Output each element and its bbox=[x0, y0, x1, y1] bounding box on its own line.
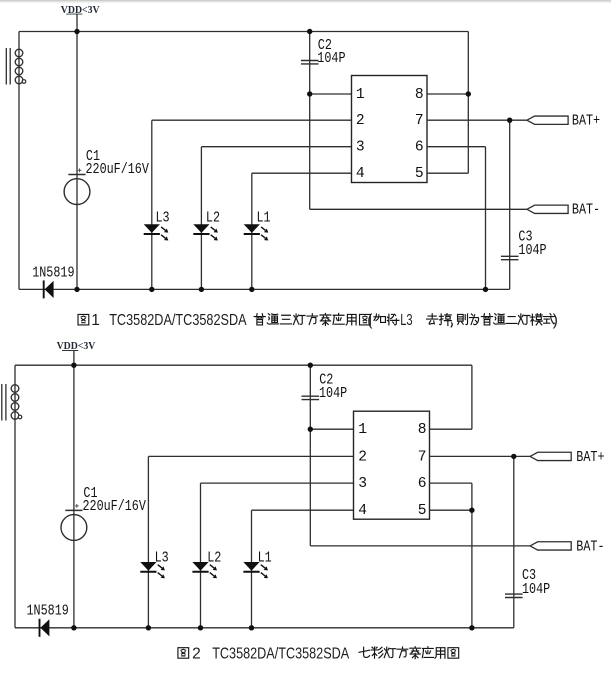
svg-text:L1: L1 bbox=[258, 550, 272, 566]
svg-text:4: 4 bbox=[356, 166, 365, 182]
svg-text:2: 2 bbox=[192, 645, 201, 662]
svg-text:104P: 104P bbox=[319, 386, 347, 402]
svg-text:C3: C3 bbox=[518, 229, 532, 245]
svg-text:C2: C2 bbox=[319, 372, 333, 388]
svg-text:6: 6 bbox=[415, 140, 424, 156]
svg-text:C1: C1 bbox=[83, 486, 97, 502]
svg-text:3: 3 bbox=[356, 140, 365, 156]
svg-text:BAT+: BAT+ bbox=[576, 450, 604, 466]
svg-text:C2: C2 bbox=[318, 38, 332, 54]
svg-text:BAT+: BAT+ bbox=[572, 114, 600, 130]
svg-text:2: 2 bbox=[358, 449, 367, 465]
svg-text:1N5819: 1N5819 bbox=[27, 603, 69, 619]
svg-text:L1: L1 bbox=[257, 211, 271, 227]
svg-text:2: 2 bbox=[356, 113, 365, 129]
svg-text:L3: L3 bbox=[155, 550, 169, 566]
svg-text:4: 4 bbox=[358, 503, 367, 519]
svg-text:104P: 104P bbox=[317, 51, 345, 67]
svg-text:BAT-: BAT- bbox=[576, 539, 604, 555]
svg-text:L3: L3 bbox=[156, 211, 170, 227]
svg-text:1: 1 bbox=[358, 422, 367, 438]
svg-text:104P: 104P bbox=[518, 243, 546, 259]
svg-text:TC3582DA/TC3582SDA: TC3582DA/TC3582SDA bbox=[109, 312, 247, 329]
svg-text:L2: L2 bbox=[206, 211, 220, 227]
svg-text:104P: 104P bbox=[522, 582, 550, 598]
svg-text:1: 1 bbox=[91, 312, 100, 329]
svg-text:L2: L2 bbox=[207, 550, 221, 566]
svg-text:220uF/16V: 220uF/16V bbox=[86, 162, 150, 178]
svg-text:7: 7 bbox=[415, 113, 424, 129]
svg-text:7: 7 bbox=[418, 449, 427, 465]
svg-text:C1: C1 bbox=[86, 149, 100, 165]
svg-text:VDD<3V: VDD<3V bbox=[57, 341, 97, 352]
svg-text:1: 1 bbox=[356, 87, 365, 103]
svg-text:8: 8 bbox=[415, 87, 424, 103]
svg-text:VDD<3V: VDD<3V bbox=[61, 5, 101, 16]
svg-text:BAT-: BAT- bbox=[572, 203, 600, 219]
svg-text:220uF/16V: 220uF/16V bbox=[83, 499, 147, 515]
svg-text:TC3582DA/TC3582SDA: TC3582DA/TC3582SDA bbox=[212, 645, 350, 662]
svg-text:1N5819: 1N5819 bbox=[32, 265, 74, 281]
svg-text:5: 5 bbox=[418, 503, 427, 519]
svg-text:8: 8 bbox=[418, 422, 427, 438]
svg-text:L3: L3 bbox=[400, 312, 412, 329]
svg-text:): ) bbox=[553, 312, 558, 329]
svg-text:(: ( bbox=[367, 312, 373, 329]
svg-text:3: 3 bbox=[358, 476, 367, 492]
svg-text:5: 5 bbox=[415, 166, 424, 182]
svg-text:6: 6 bbox=[418, 476, 427, 492]
svg-text:C3: C3 bbox=[522, 568, 536, 584]
